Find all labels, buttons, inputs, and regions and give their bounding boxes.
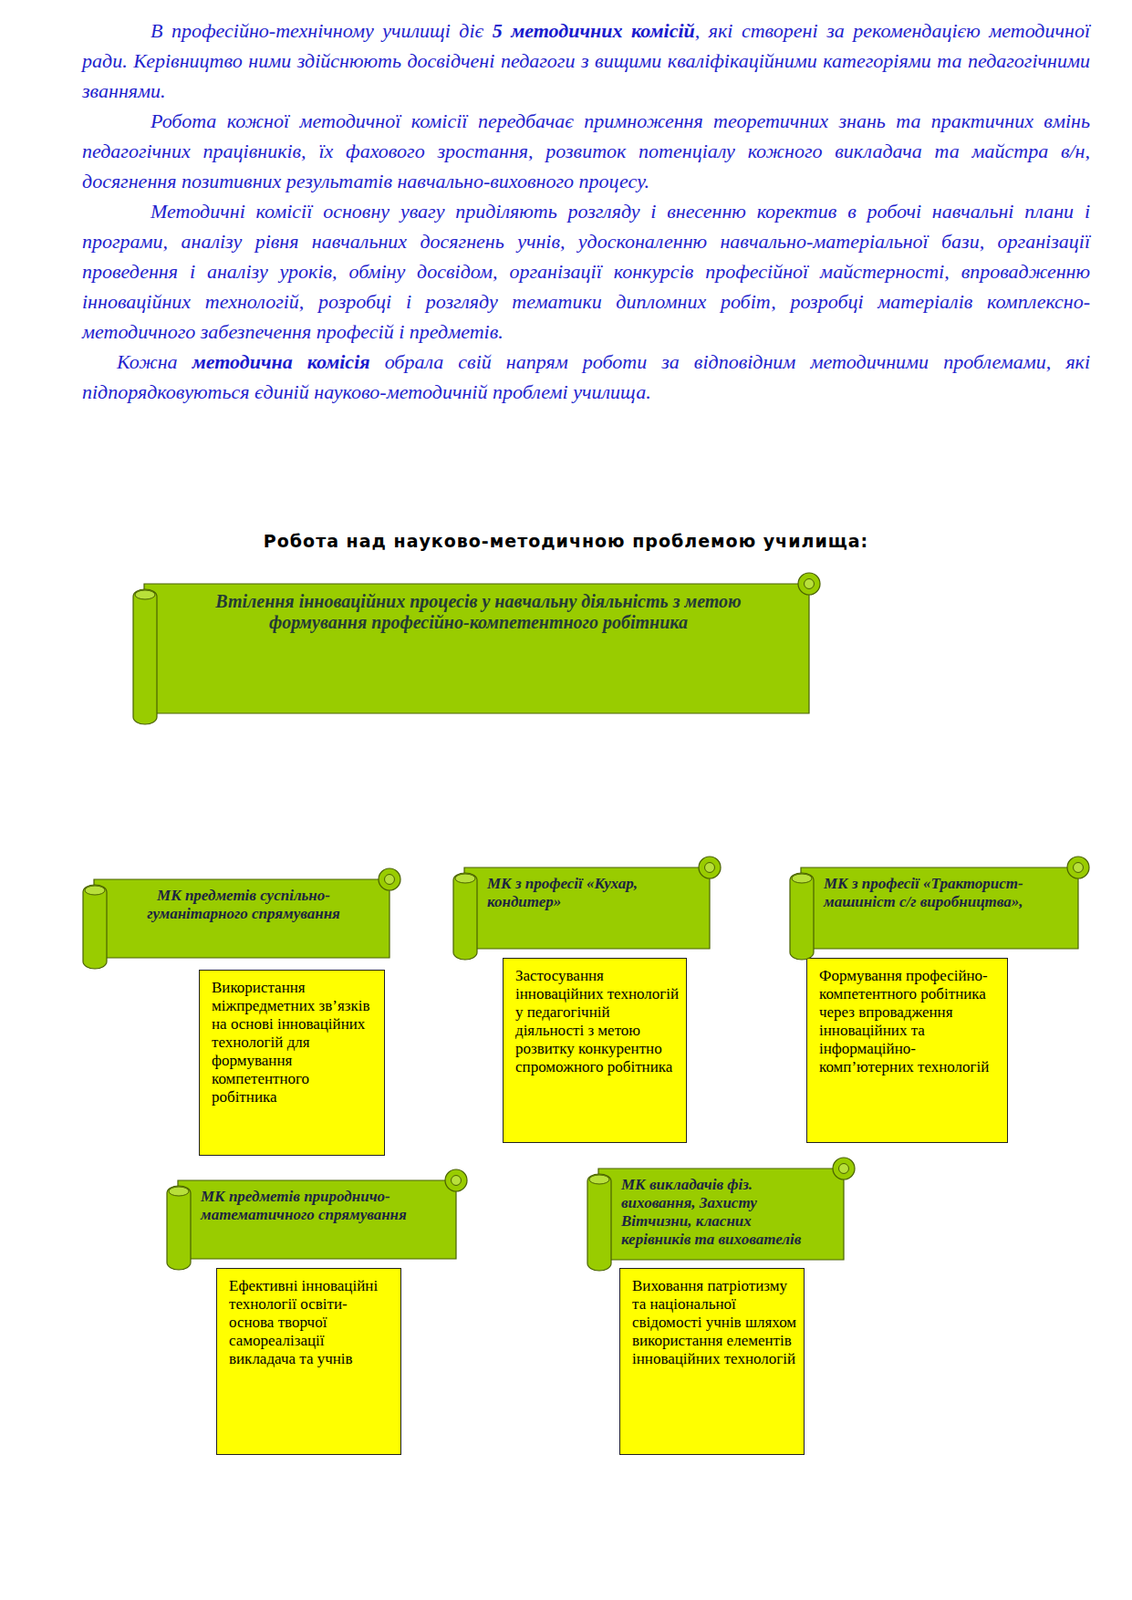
goal-box: Використання міжпредметних зв’язків на о… <box>198 969 385 1156</box>
scroll-banner: МК предметів суспільно-гуманітарного спр… <box>82 867 402 970</box>
commission-heading: МК з професії «Тракторист-машиніст с/г в… <box>789 855 1091 931</box>
goal-text: Використання міжпредметних зв’язків на о… <box>198 969 385 1114</box>
emphasis-text: методична комісія <box>192 350 371 374</box>
commission-heading: МК викладачів фіз. виховання, Захисту Ві… <box>586 1156 856 1268</box>
goal-text: Виховання патріотизму та національної св… <box>619 1267 805 1376</box>
paragraph: Робота кожної методичної комісії передба… <box>82 105 1091 197</box>
commission-heading: Втілення інноваційних процесів у навчаль… <box>132 571 821 653</box>
paragraph-text: Кожна <box>116 350 178 374</box>
paragraph-text: Методичні комісії основну увагу приділяю… <box>82 199 1091 343</box>
goal-text: Ефективні інноваційні технології освіти-… <box>216 1267 402 1376</box>
paragraph-text: Робота кожної методичної комісії передба… <box>82 109 1091 193</box>
scroll-banner: МК з професії «Тракторист-машиніст с/г в… <box>789 855 1091 961</box>
goal-box: Ефективні інноваційні технології освіти-… <box>216 1267 402 1455</box>
intro-text: В професійно-технічному училищі діє 5 ме… <box>82 15 1091 407</box>
scroll-banner: МК викладачів фіз. виховання, Захисту Ві… <box>586 1156 856 1272</box>
commission-heading: МК предметів суспільно-гуманітарного спр… <box>82 867 402 943</box>
paragraph: В професійно-технічному училищі діє 5 ме… <box>82 15 1091 106</box>
emphasis-text: 5 методичних комісій <box>492 19 696 42</box>
diagram-title: Робота над науково-методичною проблемою … <box>0 530 1132 551</box>
commission-heading: МК з професії «Кухар, кондитер» <box>452 855 722 931</box>
scroll-banner: Втілення інноваційних процесів у навчаль… <box>132 571 821 726</box>
goal-box: Формування професійно-компетентного робі… <box>806 957 1008 1143</box>
paragraph: Методичні комісії основну увагу приділяю… <box>82 196 1091 347</box>
commission-heading: МК предметів природничо-математичного сп… <box>166 1168 468 1244</box>
goal-text: Застосування інноваційних технологій у п… <box>502 957 687 1084</box>
scroll-banner: МК предметів природничо-математичного сп… <box>166 1168 468 1271</box>
goal-text: Формування професійно-компетентного робі… <box>806 957 1008 1084</box>
goal-box: Виховання патріотизму та національної св… <box>619 1267 805 1455</box>
paragraph: Кожна методична комісія обрала свій напр… <box>82 346 1091 407</box>
scroll-banner: МК з професії «Кухар, кондитер» <box>452 855 722 961</box>
goal-box: Застосування інноваційних технологій у п… <box>502 957 687 1143</box>
paragraph-text: В професійно-технічному училищі діє <box>150 19 484 42</box>
